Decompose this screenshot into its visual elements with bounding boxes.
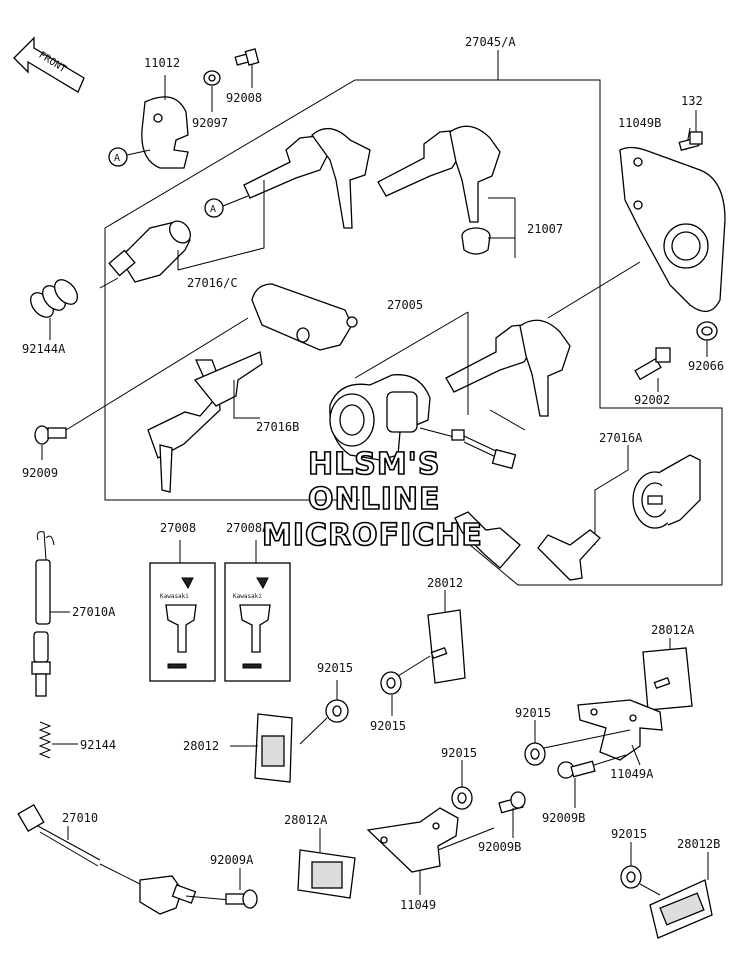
cap-92066: [696, 321, 718, 357]
label-11049: 11049: [400, 898, 436, 912]
lock-27016a: [594, 445, 701, 545]
key-tag-27008a: Kawasaki: [224, 540, 291, 682]
callout-a-1: A: [108, 147, 151, 167]
key-pair-middle-left: [147, 351, 263, 493]
label-92002: 92002: [634, 393, 670, 407]
label-92009: 92009: [22, 466, 58, 480]
label-92015-c: 92015: [515, 706, 551, 720]
label-92066: 92066: [688, 359, 724, 373]
bolt-92009a: [225, 868, 258, 909]
label-28012a-right: 28012A: [651, 623, 695, 637]
reflector-28012a-right: [642, 638, 693, 711]
nut-92015-d: [451, 760, 473, 810]
spring-92144a: [30, 279, 78, 340]
label-11012: 11012: [144, 56, 180, 70]
svg-text:Kawasaki: Kawasaki: [160, 593, 189, 600]
watermark: HLSM'S ONLINE MICROFICHE: [261, 446, 483, 554]
label-27010: 27010: [62, 811, 98, 825]
watermark-line-2: ONLINE: [308, 482, 441, 517]
cover-11049b: [619, 127, 726, 312]
bolt-92002: [634, 347, 671, 392]
screw-92009: [34, 317, 249, 460]
spring-92144: [38, 721, 78, 759]
key-cap-21007: [461, 227, 515, 255]
bolt-132: [678, 110, 703, 151]
label-28012-top: 28012: [427, 576, 463, 590]
washer-92097: [203, 70, 221, 112]
svg-text:A: A: [114, 153, 120, 164]
watermark-line-3: MICROFICHE: [262, 518, 483, 553]
sensor-27010a: [31, 531, 70, 697]
label-92015-e: 92015: [611, 827, 647, 841]
svg-text:A: A: [210, 204, 216, 215]
label-28012-left: 28012: [183, 739, 219, 753]
label-92009a: 92009A: [210, 853, 254, 867]
label-92015-b: 92015: [370, 719, 406, 733]
label-92009b-a: 92009B: [542, 811, 585, 825]
key-pair-bottom-right: [454, 511, 601, 581]
label-27016a: 27016A: [599, 431, 643, 445]
nut-92015-c: [524, 720, 546, 766]
nut-92015-e: [620, 842, 661, 896]
label-27016c: 27016/C: [187, 276, 238, 290]
label-27005: 27005: [387, 298, 423, 312]
label-27008a: 27008A: [226, 521, 270, 535]
label-27008: 27008: [160, 521, 196, 535]
nut-92015-b: [380, 655, 431, 716]
label-21007: 21007: [527, 222, 563, 236]
ignition-connector: [451, 409, 526, 470]
bracket-11049a: [543, 699, 663, 766]
label-11049b: 11049B: [618, 116, 661, 130]
label-92144a: 92144A: [22, 342, 66, 356]
bolt-92009b-a: [557, 754, 627, 808]
bolt-92009b-b: [498, 791, 526, 838]
label-92015-d: 92015: [441, 746, 477, 760]
label-27016b: 27016B: [256, 420, 299, 434]
label-132: 132: [681, 94, 703, 108]
reflector-28012-left: [230, 713, 293, 783]
key-pair-top-right: [377, 125, 516, 258]
label-92009b-b: 92009B: [478, 840, 521, 854]
watermark-line-1: HLSM'S: [308, 447, 440, 482]
label-27010a: 27010A: [72, 605, 116, 619]
label-28012b: 28012B: [677, 837, 720, 851]
screw-92008: [234, 48, 260, 88]
bracket-11012: [141, 75, 189, 169]
label-27045a: 27045/A: [465, 35, 516, 49]
key-cover-27016b: [251, 283, 358, 351]
key-pair-top-left: [177, 128, 371, 271]
reflector-28012a-bottom: [297, 828, 356, 899]
switch-27010: [17, 803, 231, 915]
callout-a-2: A: [204, 195, 249, 218]
label-92015-a: 92015: [317, 661, 353, 675]
key-pair-middle-right: [445, 319, 571, 417]
key-tag-27008: Kawasaki: [149, 540, 216, 682]
part-labels: 11012 92008 92097 27045/A 132 11049B 210…: [22, 35, 724, 912]
lock-cylinder-27016c: [99, 220, 191, 289]
bracket-11049: [366, 807, 495, 895]
front-arrow-icon: FRONT: [13, 36, 85, 93]
label-11049a: 11049A: [610, 767, 654, 781]
reflector-28012b: [649, 852, 713, 939]
reflector-28012-top: [427, 590, 466, 684]
assembly-outline: [104, 50, 723, 586]
label-92008: 92008: [226, 91, 262, 105]
nut-92015-a: [299, 680, 349, 745]
label-28012a-bottom: 28012A: [284, 813, 328, 827]
svg-text:Kawasaki: Kawasaki: [233, 593, 262, 600]
ignition-switch-27005: [329, 311, 469, 461]
label-92144: 92144: [80, 738, 116, 752]
label-92097: 92097: [192, 116, 228, 130]
